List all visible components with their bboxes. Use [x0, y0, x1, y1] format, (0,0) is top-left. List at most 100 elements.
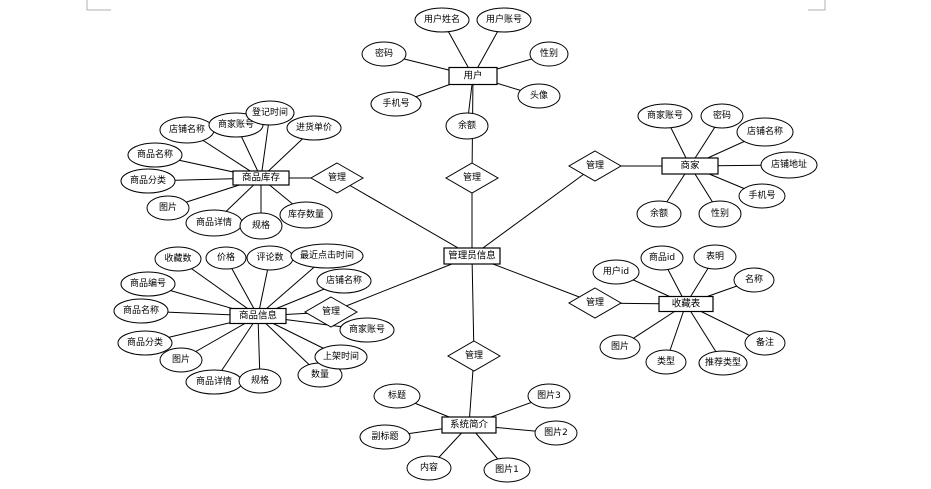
attribute-label: 规格	[252, 219, 270, 231]
attribute-shape	[529, 41, 569, 67]
attribute-shape	[744, 330, 786, 356]
relationship-shape	[309, 162, 365, 194]
attribute-stock: 登记时间	[245, 100, 295, 126]
entity-shape	[229, 307, 287, 325]
attribute-label: 用户id	[603, 265, 629, 277]
attribute-label: 手机号	[382, 97, 409, 109]
attribute-shape	[314, 344, 368, 370]
attribute-stock: 商品分类	[120, 168, 176, 194]
relationship-connector	[336, 177, 473, 257]
attribute-shape	[599, 334, 641, 360]
attribute-shape	[279, 201, 333, 229]
attribute-goods: 商品分类	[117, 330, 173, 356]
attribute-shape	[476, 7, 532, 33]
attribute-user: 头像	[517, 83, 561, 109]
attribute-goods: 图片	[159, 347, 203, 373]
entity-shape	[661, 157, 719, 175]
attribute-shape	[361, 41, 407, 67]
attribute-label: 数量	[311, 368, 329, 380]
attribute-shape	[592, 259, 640, 285]
attribute-goods: 商品编号	[120, 271, 176, 297]
attribute-label: 商品详情	[196, 216, 232, 228]
rel-user: 管理	[444, 162, 500, 194]
attribute-shape	[146, 195, 190, 221]
attribute-stock: 商品详情	[185, 209, 243, 237]
attribute-intro: 内容	[406, 455, 452, 481]
entity-label: 商品信息	[239, 310, 277, 322]
attribute-shape	[693, 244, 737, 270]
attribute-stock: 进货单价	[286, 115, 342, 141]
attribute-shape	[738, 183, 786, 209]
attribute-label: 库存数量	[288, 208, 324, 220]
attribute-goods: 商品详情	[185, 369, 243, 395]
rel-favorites: 管理	[567, 287, 623, 319]
attribute-stock: 店铺名称	[159, 116, 215, 144]
attribute-label: 商品名称	[137, 148, 173, 160]
attribute-shape	[290, 243, 364, 269]
attribute-shape	[205, 246, 247, 270]
relationship-connector	[471, 165, 596, 257]
entity-intro: 系统简介	[441, 416, 497, 434]
attribute-label: 图片	[159, 201, 177, 213]
attribute-shape	[527, 383, 571, 409]
attribute-favorites: 图片	[599, 334, 641, 360]
entity-shape	[658, 295, 714, 313]
attribute-intro: 图片1	[483, 457, 531, 483]
attribute-label: 表明	[706, 250, 724, 262]
attribute-label: 进货单价	[296, 121, 332, 133]
attribute-label: 店铺名称	[169, 123, 205, 135]
entity-admin: 管理员信息	[443, 247, 501, 265]
attribute-label: 评论数	[256, 251, 283, 263]
attribute-shape	[159, 347, 203, 373]
attribute-goods: 数量	[297, 362, 343, 388]
attribute-goods: 店铺名称	[316, 268, 372, 294]
rel-merchant: 管理	[567, 150, 623, 182]
attribute-label: 登记时间	[252, 106, 288, 118]
attribute-label: 店铺名称	[326, 274, 362, 286]
attribute-label: 余额	[650, 207, 668, 219]
attribute-merchant: 店铺名称	[736, 117, 794, 147]
relationship-label: 管理	[465, 349, 483, 361]
attribute-label: 规格	[251, 374, 269, 386]
attribute-stock: 库存数量	[279, 201, 333, 229]
attribute-intro: 标题	[373, 383, 421, 409]
attribute-label: 类型	[657, 355, 675, 367]
attribute-stock: 图片	[146, 195, 190, 221]
entity-label: 系统简介	[450, 419, 489, 431]
attribute-shape	[120, 168, 176, 194]
attribute-label: 性别	[711, 207, 729, 219]
relationship-shape	[444, 162, 500, 194]
attribute-goods: 评论数	[246, 245, 294, 271]
rel-stock: 管理	[309, 162, 365, 194]
relationship-label: 管理	[328, 171, 346, 183]
attribute-user: 余额	[445, 112, 489, 140]
attribute-label: 性别	[540, 47, 558, 59]
attribute-shape	[113, 298, 169, 324]
entity-label: 收藏表	[672, 298, 701, 310]
attribute-label: 商品id	[649, 251, 675, 263]
attribute-goods: 价格	[205, 246, 247, 270]
attribute-shape	[339, 317, 395, 343]
entity-stock: 商品库存	[232, 170, 290, 186]
attribute-favorites: 备注	[744, 330, 786, 356]
diagram-nodes: 用户姓名用户账号密码性别手机号头像余额商家账号密码店铺名称店铺地址手机号余额性别…	[113, 7, 818, 483]
attribute-shape	[483, 457, 531, 483]
attribute-user: 用户账号	[476, 7, 532, 33]
attribute-favorites: 用户id	[592, 259, 640, 285]
relationship-shape	[446, 340, 502, 372]
attribute-shape	[154, 246, 202, 272]
entity-shape	[441, 416, 497, 434]
attribute-merchant: 店铺地址	[760, 151, 818, 179]
entity-favorites: 收藏表	[658, 295, 714, 313]
attribute-shape	[445, 112, 489, 140]
attribute-shape	[414, 7, 470, 33]
attribute-shape	[733, 267, 775, 293]
attribute-label: 商品详情	[196, 375, 232, 387]
attribute-favorites: 类型	[645, 349, 687, 375]
attribute-goods: 商家账号	[339, 317, 395, 343]
entity-label: 管理员信息	[448, 250, 496, 262]
attribute-merchant: 余额	[636, 200, 682, 228]
attribute-shape	[637, 103, 693, 129]
attribute-shape	[700, 103, 744, 129]
attribute-label: 价格	[217, 251, 235, 263]
